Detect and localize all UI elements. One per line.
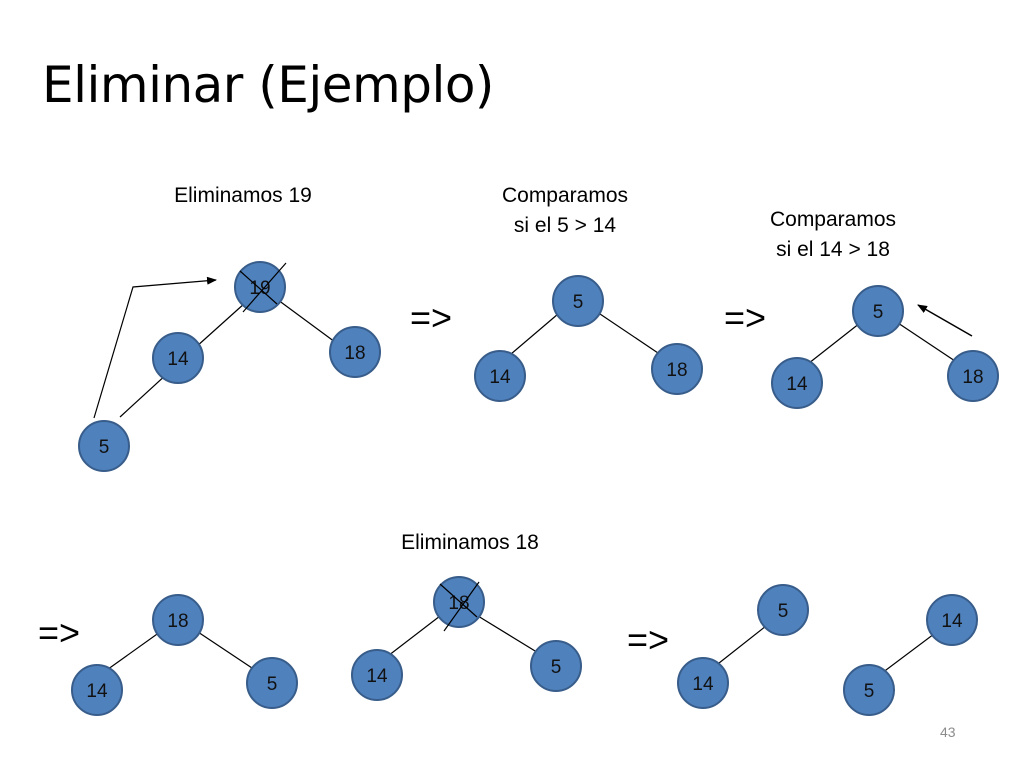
transition-arrow-4: => <box>627 619 670 660</box>
tree5-edges <box>383 615 541 660</box>
svg-text:14: 14 <box>489 367 511 388</box>
tree6-root-node: 5 <box>757 584 809 636</box>
svg-text:5: 5 <box>573 292 584 313</box>
svg-text:5: 5 <box>873 302 884 323</box>
tree7-root-node: 14 <box>926 594 978 646</box>
tree2-edges <box>503 313 659 361</box>
svg-text:18: 18 <box>962 367 983 388</box>
tree3-root-node: 5 <box>852 285 904 337</box>
caption-delete-18: Eliminamos 18 <box>401 531 539 554</box>
tree1-left-node: 14 <box>152 332 204 384</box>
tree3-edges <box>803 322 959 368</box>
caption-compare-5-14: Comparamos si el 5 > 14 <box>501 184 629 237</box>
transition-arrow-1: => <box>410 297 453 338</box>
tree1-right-node: 18 <box>329 326 381 378</box>
svg-text:14: 14 <box>167 349 189 370</box>
svg-text:14: 14 <box>366 666 388 687</box>
tree1-root-cross-mark <box>239 262 287 313</box>
tree4-left-node: 14 <box>71 664 123 716</box>
tree7-edges <box>877 630 939 677</box>
move-arrow-5-to-root <box>93 276 217 419</box>
tree6-edges <box>713 625 767 668</box>
tree4-edges <box>103 631 253 673</box>
tree5-right-node: 5 <box>530 640 582 692</box>
page-number: 43 <box>940 724 956 740</box>
svg-text:5: 5 <box>99 437 110 458</box>
tree4-right-node: 5 <box>246 657 298 709</box>
tree6-left-node: 14 <box>677 657 729 709</box>
svg-text:5: 5 <box>864 681 875 702</box>
svg-text:18: 18 <box>666 360 687 381</box>
tree1-edges <box>119 296 336 418</box>
tree7-left-node: 5 <box>843 664 895 716</box>
tree3-left-node: 14 <box>771 357 823 409</box>
tree5-left-node: 14 <box>351 649 403 701</box>
svg-text:18: 18 <box>344 343 365 364</box>
swap-arrow-18-to-root <box>917 304 973 337</box>
caption-compare-14-18: Comparamos si el 14 > 18 <box>769 208 897 261</box>
caption-delete-19: Eliminamos 19 <box>174 184 312 207</box>
svg-text:14: 14 <box>786 374 808 395</box>
tree2-right-node: 18 <box>651 343 703 395</box>
tree4-root-node: 18 <box>152 594 204 646</box>
tree5-root-cross-mark <box>439 581 480 632</box>
tree1-root-node: 19 <box>234 261 286 313</box>
tree2-root-node: 5 <box>552 275 604 327</box>
tree3-right-node: 18 <box>947 350 999 402</box>
svg-text:18: 18 <box>448 593 469 614</box>
transition-arrow-3: => <box>38 612 81 653</box>
svg-text:5: 5 <box>267 674 278 695</box>
transition-arrow-2: => <box>724 297 767 338</box>
slide-title: Eliminar (Ejemplo) <box>42 56 494 114</box>
svg-text:5: 5 <box>778 601 789 622</box>
svg-text:14: 14 <box>692 674 714 695</box>
svg-text:5: 5 <box>551 657 562 678</box>
tree2-left-node: 14 <box>474 350 526 402</box>
svg-text:18: 18 <box>167 611 188 632</box>
svg-text:14: 14 <box>941 611 963 632</box>
svg-text:14: 14 <box>86 681 108 702</box>
tree1-left-left-node: 5 <box>78 420 130 472</box>
